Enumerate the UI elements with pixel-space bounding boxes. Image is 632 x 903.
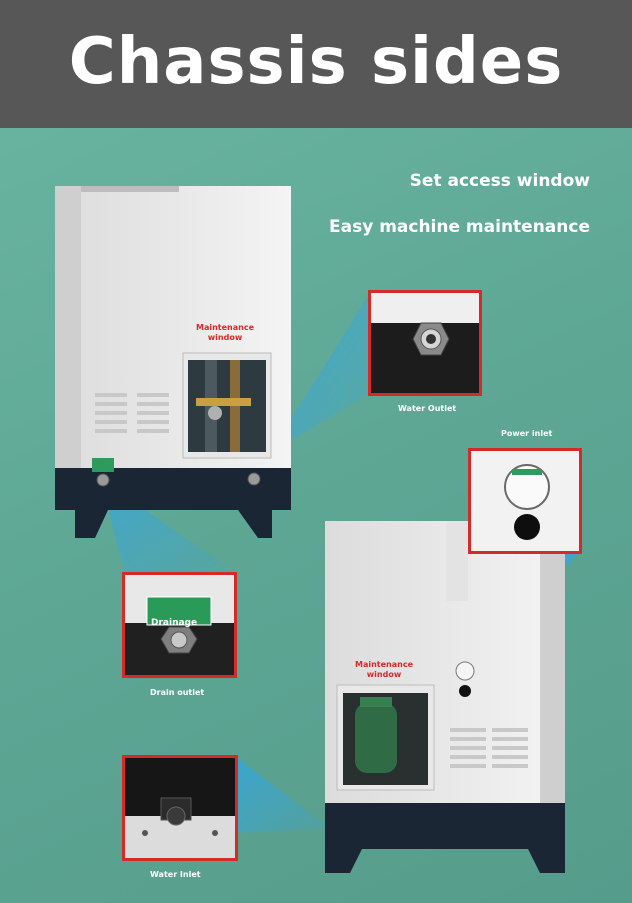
maintenance-window-label-bottom: Maintenance window <box>355 660 413 680</box>
maintenance-word-bottom: Maintenance <box>355 660 414 669</box>
drainage-sign-text: Drainage <box>151 618 198 628</box>
header-banner: Chassis sides <box>0 0 632 128</box>
power-inlet-caption: Power inlet <box>501 429 553 438</box>
drain-outlet-caption: Drain outlet <box>150 688 205 697</box>
maintenance-window-label-top: Maintenance window <box>196 323 254 343</box>
water-inlet-callout <box>122 755 238 861</box>
window-word-top: window <box>207 333 243 342</box>
beam-water-inlet <box>237 758 330 833</box>
beam-water-outlet <box>270 293 370 453</box>
drain-outlet-callout: Drainage <box>122 572 237 678</box>
drain-outlet-photo <box>125 575 234 675</box>
machine-top <box>55 186 291 538</box>
tagline-maintenance: Easy machine maintenance <box>328 217 590 237</box>
tagline-access-window: Set access window <box>409 171 590 191</box>
page-title: Chassis sides <box>68 25 564 99</box>
water-outlet-caption: Water Outlet <box>398 404 457 413</box>
power-inlet-photo <box>471 451 579 551</box>
water-outlet-photo <box>371 293 479 393</box>
power-inlet-callout <box>468 448 582 554</box>
machine-bottom <box>325 521 565 873</box>
water-outlet-callout <box>368 290 482 396</box>
maintenance-word-top: Maintenance <box>196 323 255 332</box>
window-word-bottom: window <box>366 670 402 679</box>
product-illustration <box>55 186 580 873</box>
water-inlet-caption: Water Inlet <box>150 870 201 879</box>
water-inlet-photo <box>125 758 235 858</box>
